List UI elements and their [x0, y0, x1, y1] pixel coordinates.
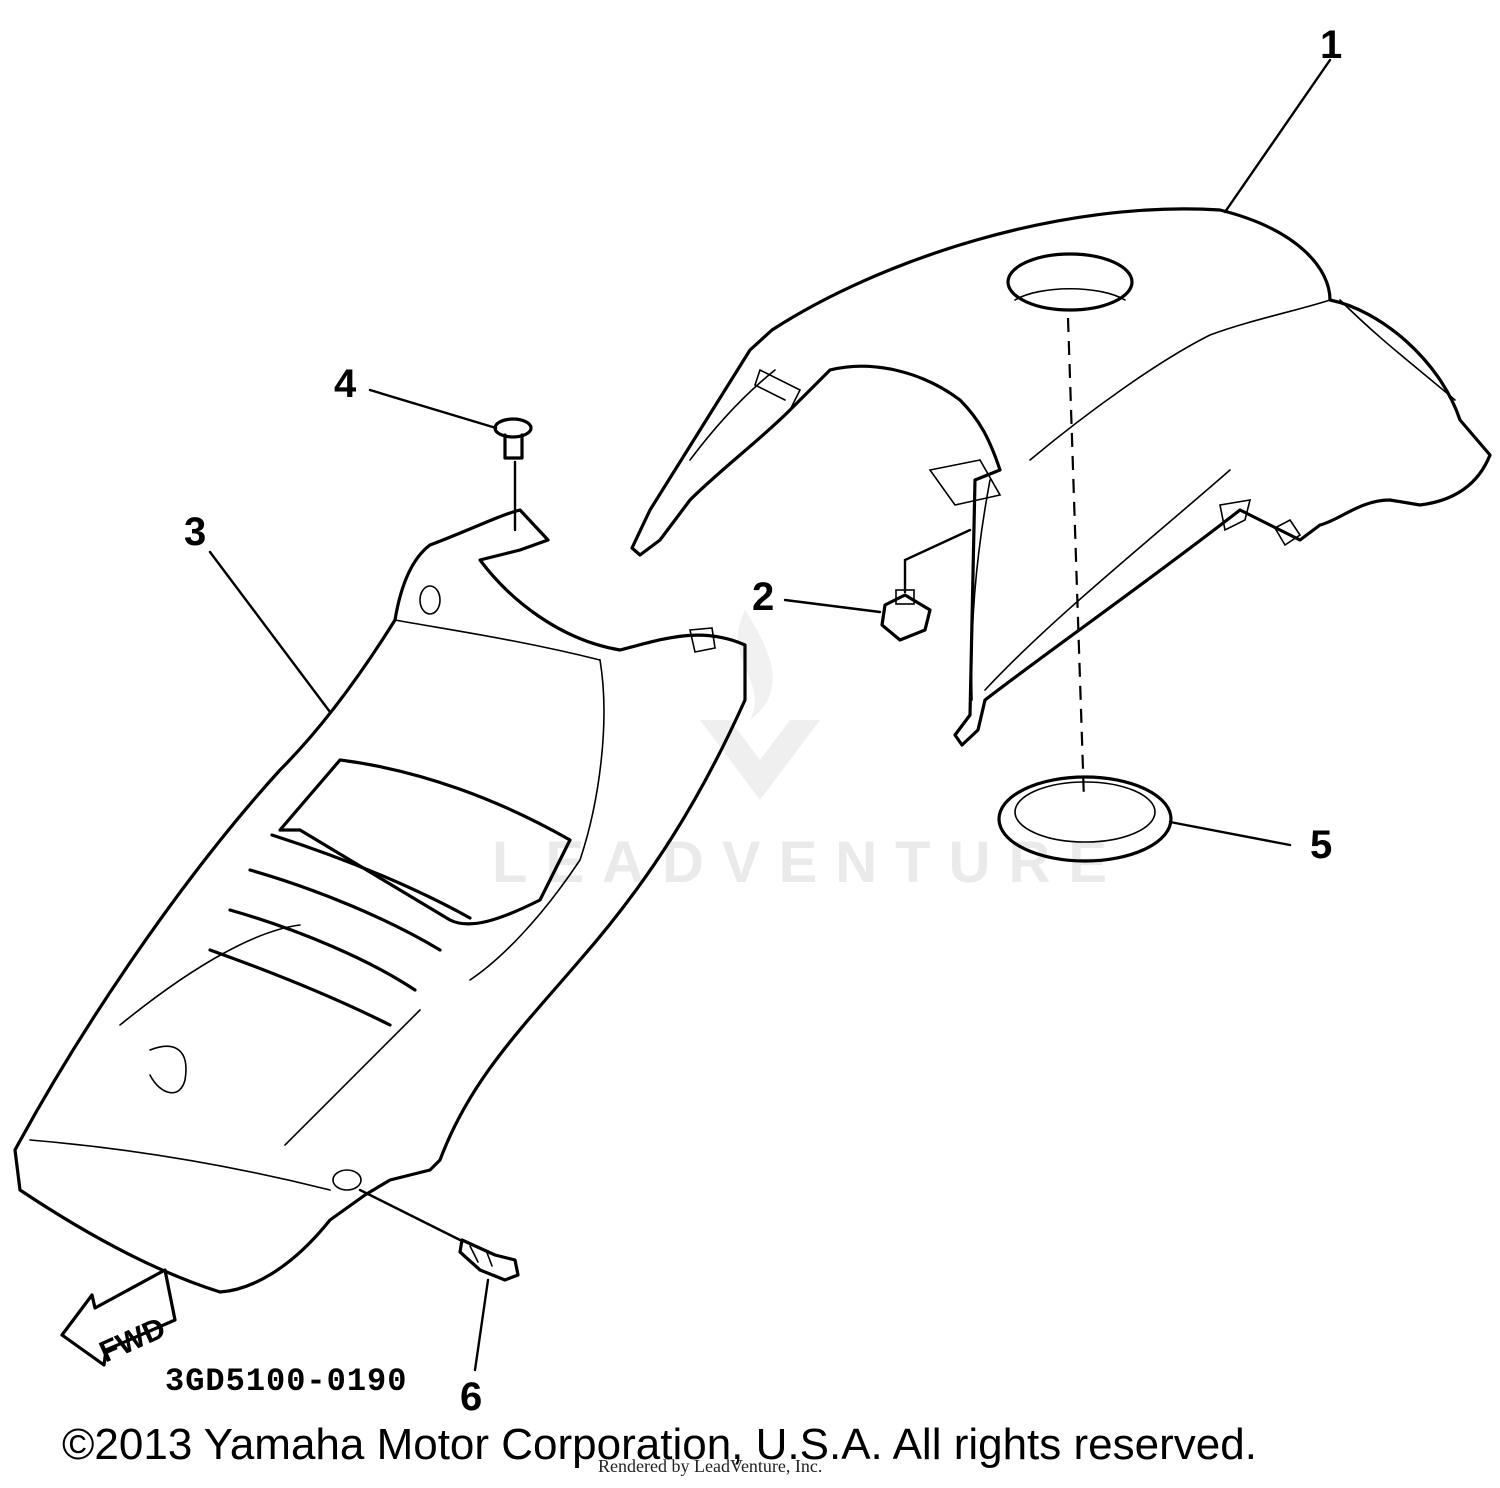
- leader-line-nut: [903, 528, 972, 594]
- callout-4: 4: [334, 362, 357, 406]
- rendered-by-notice: Rendered by LeadVenture, Inc.: [598, 1456, 823, 1476]
- part-6-bolt: [458, 1238, 520, 1282]
- leader-line-6: [473, 1278, 490, 1372]
- leader-line-3: [208, 550, 332, 714]
- leader-line-2: [783, 598, 882, 614]
- callout-2: 2: [752, 575, 774, 619]
- watermark-text: LEADVENTURE: [492, 830, 1125, 895]
- part-1-cover: [630, 207, 1492, 747]
- leader-line-4: [368, 388, 498, 430]
- diagram-code: 3GD5100-0190: [165, 1363, 407, 1400]
- part-3-front-cover: [13, 508, 747, 1294]
- callout-5: 5: [1310, 823, 1332, 867]
- callout-6: 6: [460, 1375, 482, 1419]
- fwd-arrow: FWD: [60, 1268, 177, 1369]
- leader-line-bolt: [358, 1188, 462, 1242]
- callout-1: 1: [1320, 23, 1342, 67]
- watermark: LEADVENTURE: [492, 610, 1125, 895]
- part-2-nut: [880, 589, 932, 642]
- copyright-notice: ©2013 Yamaha Motor Corporation, U.S.A. A…: [62, 1420, 1257, 1469]
- part-4-screw: [493, 417, 533, 460]
- fwd-label: FWD: [95, 1311, 171, 1369]
- part-5-ring: [997, 775, 1173, 863]
- watermark-flame: [737, 610, 773, 720]
- leader-line-1: [1223, 58, 1332, 214]
- callout-3: 3: [184, 510, 206, 554]
- watermark-logo: [700, 720, 820, 800]
- leader-line-5: [1168, 820, 1292, 847]
- dashed-line-ring: [1066, 317, 1086, 801]
